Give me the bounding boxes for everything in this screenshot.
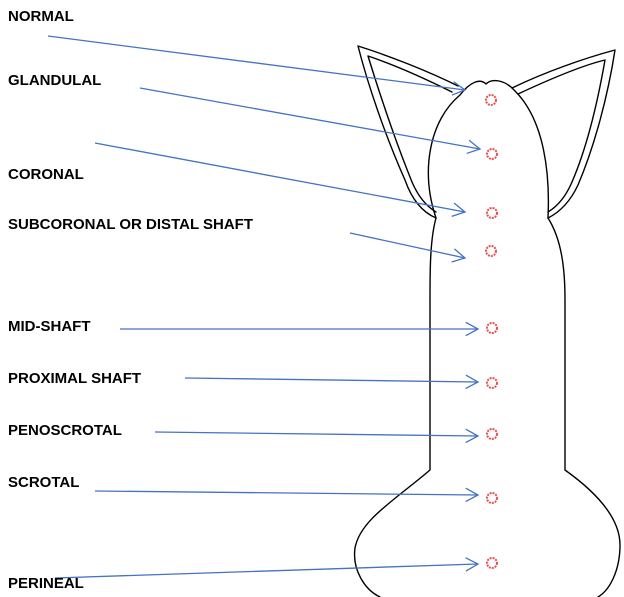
circle-marker-icon xyxy=(486,246,496,256)
label-mid-shaft: MID-SHAFT xyxy=(8,318,91,335)
circle-marker-icon xyxy=(487,149,497,159)
circle-marker-icon xyxy=(487,378,497,388)
label-coronal: CORONAL xyxy=(8,166,84,183)
circle-marker-icon xyxy=(487,429,497,439)
arrow-scrotal xyxy=(95,491,478,495)
circle-marker-icon xyxy=(487,558,497,568)
label-normal: NORMAL xyxy=(8,8,74,25)
label-subcoronal: SUBCORONAL OR DISTAL SHAFT xyxy=(8,216,253,233)
label-penoscrotal: PENOSCROTAL xyxy=(8,422,122,439)
arrows-layer xyxy=(48,36,480,578)
circle-marker-icon xyxy=(487,323,497,333)
label-proximal-shaft: PROXIMAL SHAFT xyxy=(8,370,141,387)
label-scrotal: SCROTAL xyxy=(8,474,79,491)
right-flap-inner xyxy=(518,60,605,212)
arrow-glandulal xyxy=(140,88,480,149)
arrow-normal xyxy=(48,36,465,90)
label-perineal: PERINEAL xyxy=(8,575,84,592)
shaft-left xyxy=(355,218,436,597)
right-flap-outline xyxy=(512,50,615,218)
label-glandulal: GLANDULAL xyxy=(8,72,101,89)
arrow-perineal xyxy=(55,564,478,578)
markers-layer xyxy=(486,95,497,568)
arrow-subcoronal xyxy=(350,233,465,258)
circle-marker-icon xyxy=(487,208,497,218)
circle-marker-icon xyxy=(486,95,496,105)
circle-marker-icon xyxy=(487,493,497,503)
shaft-right xyxy=(548,218,620,597)
arrow-proximal-shaft xyxy=(185,378,478,382)
